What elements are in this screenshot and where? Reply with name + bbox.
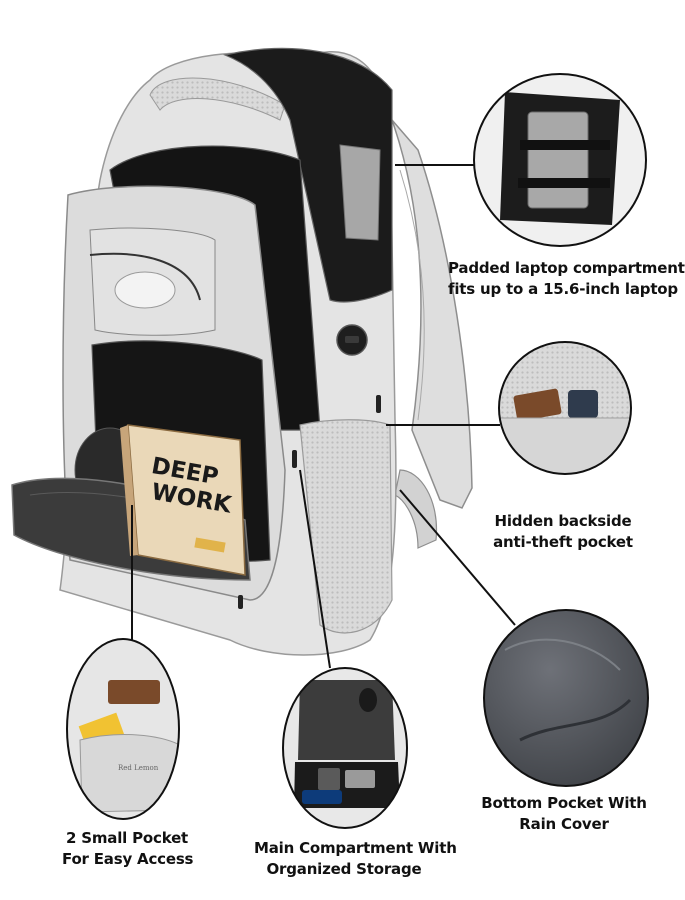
detail-hidden-pocket bbox=[498, 341, 632, 475]
callout-small-line2: For Easy Access bbox=[62, 850, 194, 868]
backpack: DEEP WORK bbox=[11, 47, 473, 656]
pouch-brand: Red Lemon bbox=[118, 764, 159, 772]
callout-main-compartment: Main Compartment With Organized Storage bbox=[254, 838, 457, 880]
top-handle bbox=[149, 77, 286, 121]
callout-main-line2: Organized Storage bbox=[266, 860, 422, 878]
detail-laptop-compartment bbox=[473, 73, 647, 247]
callout-bottom-pocket: Bottom Pocket With Rain Cover bbox=[476, 793, 652, 835]
detail-main-compartment bbox=[282, 667, 408, 829]
callout-laptop-line2: fits up to a 15.6-inch laptop bbox=[448, 280, 678, 298]
callout-small-line1: 2 Small Pocket bbox=[65, 829, 189, 847]
side-mesh-pocket bbox=[299, 419, 393, 634]
callout-bottom-line1: Bottom Pocket With bbox=[481, 794, 647, 812]
callout-bottom-line2: Rain Cover bbox=[519, 815, 609, 833]
callout-hidden-pocket: Hidden backside anti-theft pocket bbox=[478, 511, 648, 553]
callout-hidden-line1: Hidden backside bbox=[494, 512, 632, 530]
product-image: DEEP WORK bbox=[11, 47, 649, 829]
callout-lines bbox=[131, 164, 516, 669]
detail-small-pockets: Red Lemon bbox=[66, 638, 180, 820]
usb-port-icon bbox=[336, 324, 368, 356]
book: DEEP WORK bbox=[120, 424, 246, 576]
callout-hidden-line2: anti-theft pocket bbox=[493, 533, 633, 551]
callout-laptop-line1: Padded laptop compartment bbox=[448, 259, 685, 277]
callout-main-line1: Main Compartment With bbox=[254, 839, 457, 857]
shoulder-strap bbox=[391, 119, 473, 509]
detail-rain-cover bbox=[483, 609, 649, 787]
callout-small-pockets: 2 Small Pocket For Easy Access bbox=[62, 828, 194, 870]
callout-laptop-compartment: Padded laptop compartment fits up to a 1… bbox=[448, 258, 685, 300]
